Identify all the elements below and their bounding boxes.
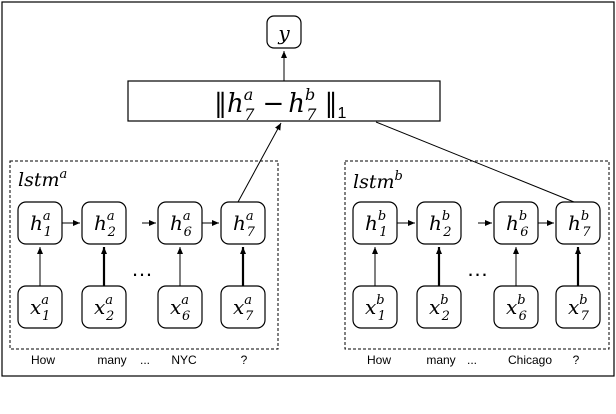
lstm-a-label: lstma xyxy=(18,167,67,191)
lstm_a-ellipsis: … xyxy=(131,256,153,281)
lstm_a-word-1: How xyxy=(31,353,55,367)
outer-frame xyxy=(1,1,615,377)
output-label: y xyxy=(277,21,290,45)
lstm_b-hidden-4-box xyxy=(555,201,601,245)
lstm-b-label: lstmb xyxy=(353,169,403,193)
lstm-b-group xyxy=(344,160,610,350)
lstm_a-word-2: many xyxy=(97,353,126,367)
line-hb7-to-distance xyxy=(375,121,575,203)
lstm_b-word-1: How xyxy=(367,353,391,367)
line-ha7-to-distance xyxy=(237,122,282,203)
lstm_a-hidden-4-box xyxy=(220,201,266,245)
output-node xyxy=(266,15,302,49)
lstm_a-hidden-2-box xyxy=(81,201,127,245)
lstm_b-hidden-2-box xyxy=(416,201,462,245)
distance-box xyxy=(127,80,441,122)
lstm_b-word-5: ? xyxy=(573,353,580,367)
lstm_a-word-4: NYC xyxy=(171,353,197,367)
lstm-a-group xyxy=(9,160,279,350)
lstm_b-word-2: many xyxy=(426,353,455,367)
lstm_a-word-3: ... xyxy=(140,353,150,367)
lstm_b-word-4: Chicago xyxy=(508,353,552,367)
lstm_b-word-3: ... xyxy=(467,353,477,367)
lstm_a-word-5: ? xyxy=(241,353,248,367)
lstm_b-ellipsis: … xyxy=(467,256,489,281)
